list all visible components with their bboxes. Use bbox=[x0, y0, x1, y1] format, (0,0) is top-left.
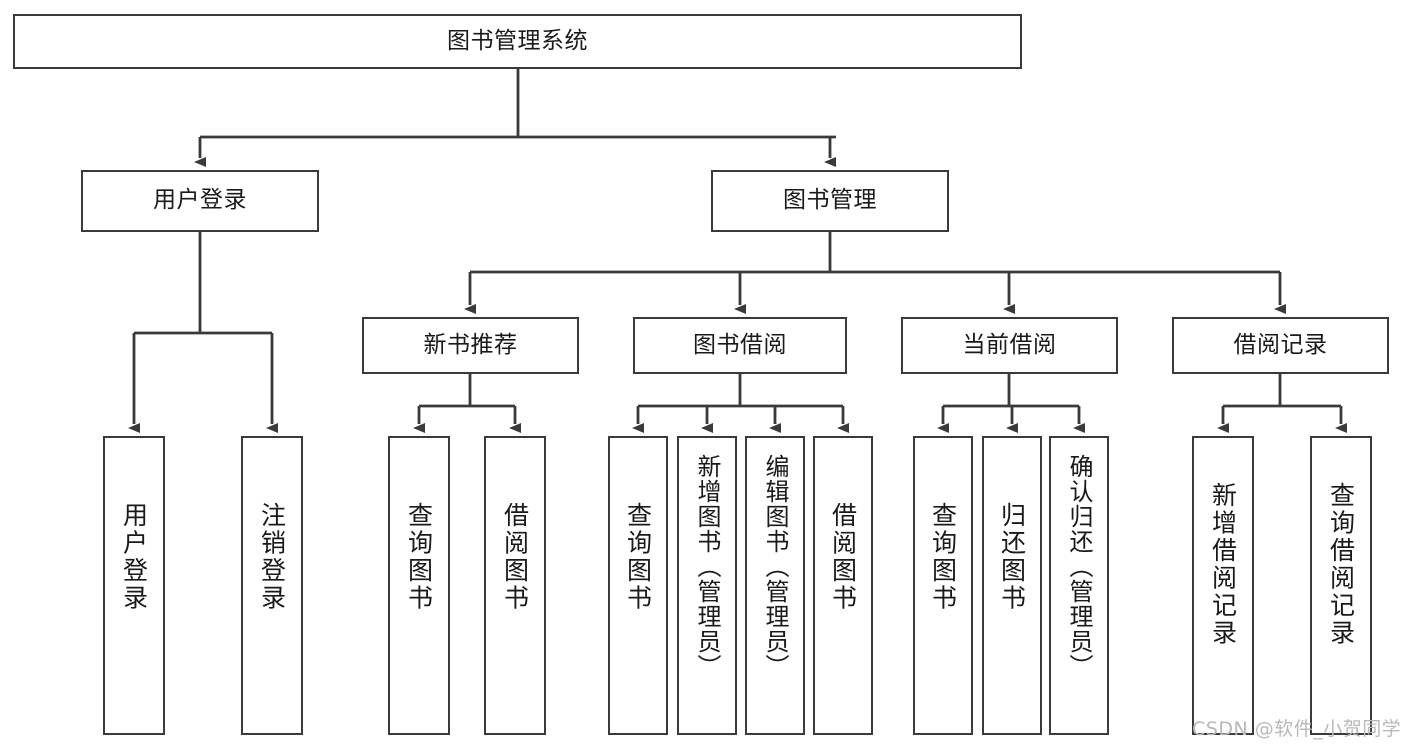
leaf-borrow-book-2-label: 借阅图书 bbox=[828, 502, 858, 612]
leaf-borrow-book-1[interactable]: 借阅图书 bbox=[484, 436, 546, 735]
leaf-query-record[interactable]: 查询借阅记录 bbox=[1310, 436, 1372, 735]
node-user-login-label: 用户登录 bbox=[153, 187, 247, 214]
node-book-borrow-label: 图书借阅 bbox=[693, 331, 787, 358]
leaf-user-logout[interactable]: 注销登录 bbox=[241, 436, 303, 735]
leaf-query-book-2-label: 查询图书 bbox=[623, 502, 653, 612]
leaf-query-book-3[interactable]: 查询图书 bbox=[913, 436, 973, 735]
leaf-confirm-return-label: 确认归还（管理员） bbox=[1065, 454, 1093, 679]
node-root-label: 图书管理系统 bbox=[447, 27, 588, 54]
leaf-edit-book-label: 编辑图书（管理员） bbox=[761, 454, 789, 679]
leaf-user-login-label: 用户登录 bbox=[119, 502, 149, 612]
leaf-add-book[interactable]: 新增图书（管理员） bbox=[677, 436, 737, 735]
leaf-user-logout-label: 注销登录 bbox=[257, 502, 287, 612]
leaf-query-record-label: 查询借阅记录 bbox=[1326, 482, 1356, 647]
leaf-add-record[interactable]: 新增借阅记录 bbox=[1192, 436, 1254, 735]
leaf-confirm-return[interactable]: 确认归还（管理员） bbox=[1049, 436, 1109, 735]
leaf-query-book-1-label: 查询图书 bbox=[404, 502, 434, 612]
node-root[interactable]: 图书管理系统 bbox=[13, 14, 1022, 69]
leaf-return-book[interactable]: 归还图书 bbox=[982, 436, 1042, 735]
leaf-query-book-1[interactable]: 查询图书 bbox=[388, 436, 450, 735]
node-book-borrow[interactable]: 图书借阅 bbox=[633, 317, 847, 374]
leaf-query-book-3-label: 查询图书 bbox=[928, 502, 958, 612]
node-book-manage-label: 图书管理 bbox=[783, 187, 877, 214]
leaf-borrow-book-2[interactable]: 借阅图书 bbox=[813, 436, 873, 735]
leaf-return-book-label: 归还图书 bbox=[997, 502, 1027, 612]
leaf-edit-book[interactable]: 编辑图书（管理员） bbox=[745, 436, 805, 735]
watermark-text: CSDN @软件_小贺同学 bbox=[1192, 718, 1402, 740]
node-new-book-rec[interactable]: 新书推荐 bbox=[362, 317, 579, 374]
leaf-add-record-label: 新增借阅记录 bbox=[1208, 482, 1238, 647]
node-user-login[interactable]: 用户登录 bbox=[81, 170, 319, 232]
leaf-add-book-label: 新增图书（管理员） bbox=[693, 454, 721, 679]
node-current-borrow-label: 当前借阅 bbox=[962, 331, 1057, 358]
node-new-book-rec-label: 新书推荐 bbox=[423, 331, 518, 358]
node-borrow-record[interactable]: 借阅记录 bbox=[1172, 317, 1389, 374]
leaf-user-login[interactable]: 用户登录 bbox=[103, 436, 165, 735]
node-borrow-record-label: 借阅记录 bbox=[1233, 331, 1328, 358]
node-book-manage[interactable]: 图书管理 bbox=[711, 170, 949, 232]
leaf-borrow-book-1-label: 借阅图书 bbox=[500, 502, 530, 612]
node-current-borrow[interactable]: 当前借阅 bbox=[901, 317, 1118, 374]
leaf-query-book-2[interactable]: 查询图书 bbox=[608, 436, 668, 735]
